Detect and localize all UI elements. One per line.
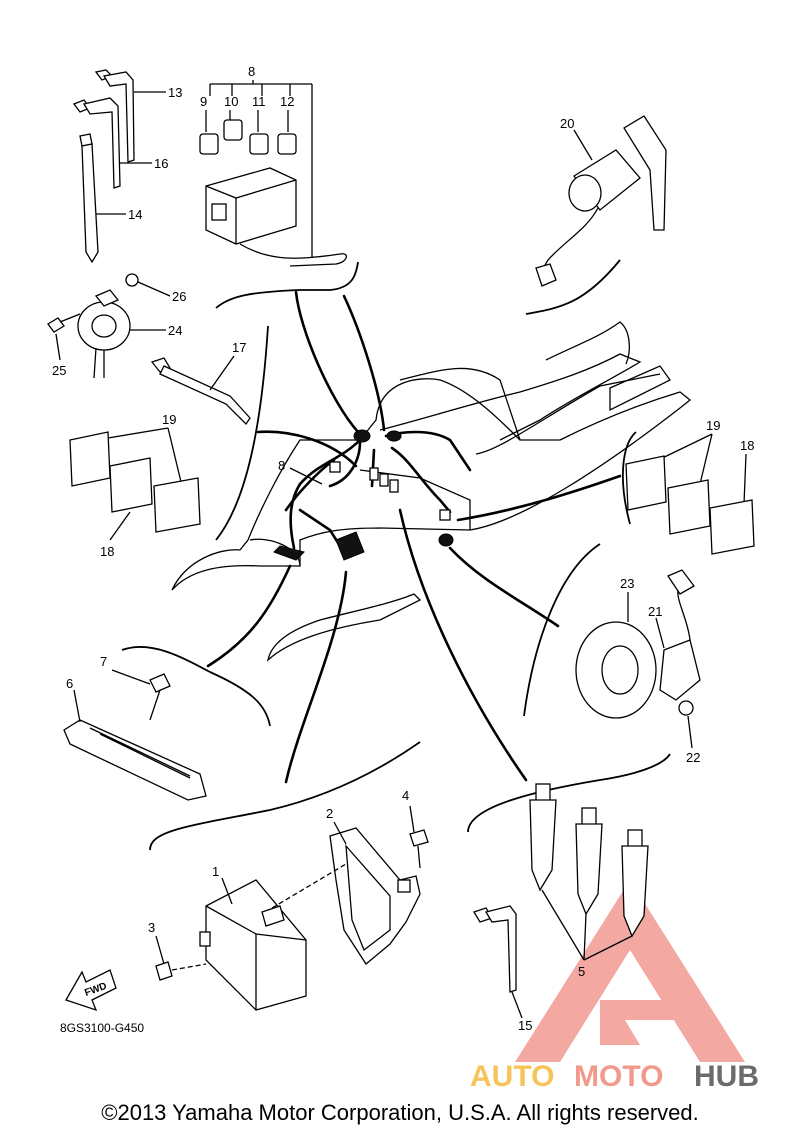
relays-left — [69, 431, 201, 533]
label-16: 16 — [154, 156, 168, 171]
fwd-arrow-icon — [65, 969, 117, 1012]
label-25: 25 — [52, 363, 66, 378]
label-14: 14 — [128, 207, 142, 222]
label-20: 20 — [560, 116, 574, 131]
label-4: 4 — [402, 788, 409, 803]
label-11: 11 — [252, 94, 266, 109]
label-13: 13 — [168, 85, 182, 100]
relays-right — [625, 455, 755, 555]
label-7: 7 — [100, 654, 107, 669]
label-10: 10 — [224, 94, 238, 109]
leader-lines — [206, 290, 622, 784]
label-18-right: 18 — [740, 438, 754, 453]
label-12: 12 — [280, 94, 294, 109]
fuses — [199, 119, 297, 155]
watermark-auto: AUTO — [470, 1060, 554, 1093]
ignition-switch — [535, 115, 667, 287]
horn — [47, 273, 139, 379]
label-19-right: 19 — [706, 418, 720, 433]
label-23: 23 — [620, 576, 634, 591]
cable-bands-group — [72, 69, 135, 264]
label-21: 21 — [648, 604, 662, 619]
diagram-code: 8GS3100-G450 — [60, 1021, 144, 1035]
bracket — [329, 827, 421, 965]
label-17: 17 — [232, 340, 246, 355]
watermark-hub: HUB — [694, 1060, 759, 1093]
label-22: 22 — [686, 750, 700, 765]
label-8-center: 8 — [278, 458, 285, 473]
label-19-left: 19 — [162, 412, 176, 427]
label-9: 9 — [200, 94, 207, 109]
watermark-moto: MOTO — [574, 1060, 663, 1093]
snowmobile-body — [171, 321, 692, 662]
fuse-box — [205, 167, 347, 267]
cable-band-15 — [473, 905, 517, 993]
rectifier — [63, 673, 207, 801]
cdi-unit — [199, 879, 307, 1011]
watermark-text: AUTO MOTO HUB — [470, 1060, 759, 1093]
watermark-logo — [515, 880, 745, 1062]
label-6: 6 — [66, 676, 73, 691]
label-26: 26 — [172, 289, 186, 304]
sensor-rotor — [575, 569, 701, 719]
label-15: 15 — [518, 1018, 532, 1033]
label-3: 3 — [148, 920, 155, 935]
temperature-sensors — [529, 783, 649, 938]
copyright-notice: ©2013 Yamaha Motor Corporation, U.S.A. A… — [101, 1100, 699, 1125]
label-5: 5 — [578, 964, 585, 979]
label-18-left: 18 — [100, 544, 114, 559]
label-24: 24 — [168, 323, 182, 338]
wire-harness — [273, 429, 472, 561]
label-2: 2 — [326, 806, 333, 821]
label-8-top: 8 — [248, 64, 255, 79]
label-1: 1 — [212, 864, 219, 879]
